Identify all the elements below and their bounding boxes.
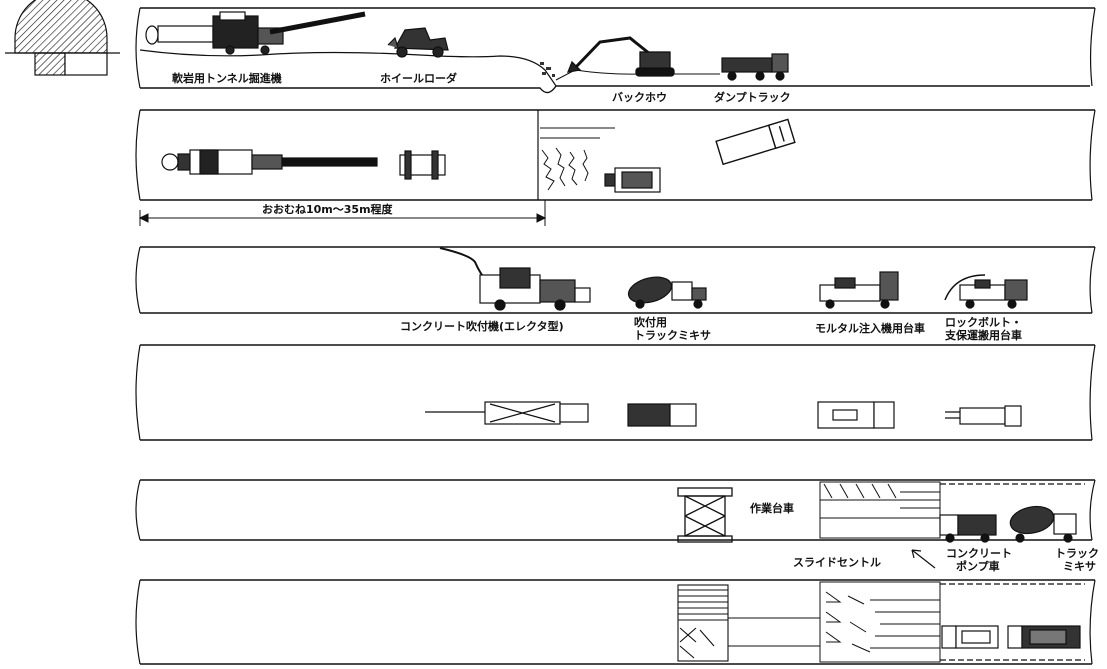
shotcrete-truck-mixer-icon (627, 276, 707, 309)
tunnel-boring-machine-icon (145, 11, 366, 55)
mortar-cart-plan-icon (817, 401, 895, 429)
rockbolt-cart-label-line1: ロックボルト・ (945, 315, 1022, 329)
excavated-ground-texture (541, 147, 589, 191)
dump-truck-plan-icon (715, 118, 796, 166)
tunnel-section-1: 軟岩用トンネル掘進機 ホイールローダ バックホウ ダンプトラック (135, 7, 1096, 104)
pump-truck-label-line2: ポンプ車 (956, 559, 1000, 573)
tunnel-boring-machine-label: 軟岩用トンネル掘進機 (172, 71, 282, 85)
truck-mixer-plan-icon (627, 403, 697, 427)
work-platform-plan-icon (677, 584, 729, 662)
mortar-injection-cart-icon (819, 271, 899, 309)
tunnel-section-6 (135, 579, 1096, 665)
backhoe-plan-icon (604, 167, 661, 193)
rockbolt-cart-plan-icon (945, 405, 1022, 427)
backhoe-label: バックホウ (612, 91, 667, 104)
excavated-debris (540, 62, 555, 77)
shotcrete-machine-icon (439, 247, 591, 311)
shotcrete-mixer-label-line2: トラックミキサ (634, 329, 711, 342)
truck-mixer-label-line1: トラック (1055, 547, 1099, 560)
rockbolt-support-cart-icon (944, 274, 1028, 309)
tunnel-section-2: おおむね10m～35m程度 (135, 109, 1096, 226)
tunnel-section-5: 作業台車 スライドセントル コンクリート ポンプ車 トラック ミキサ (135, 479, 1099, 573)
dump-truck-label: ダンプトラック (714, 90, 791, 104)
slide-central-form (819, 481, 941, 539)
pump-truck-icon (939, 483, 1085, 543)
pump-truck-plan-icon (940, 583, 1085, 661)
wheel-loader-icon (387, 27, 449, 58)
slide-central-plan (819, 581, 941, 663)
truck-mixer-plan-icon-2 (1007, 625, 1081, 649)
backhoe-icon (566, 36, 675, 77)
drill-jumbo-plan-icon (161, 149, 378, 175)
shotcrete-machine-label: コンクリート吹付機(エレクタ型) (400, 319, 564, 333)
tunnel-cross-section (5, 0, 120, 76)
tunnel-section-4 (135, 344, 1096, 441)
mortar-cart-label: モルタル注入機用台車 (815, 321, 925, 335)
work-platform-label: 作業台車 (750, 501, 794, 515)
pump-truck-label-line1: コンクリート (946, 547, 1012, 560)
slide-central-label: スライドセントル (793, 556, 881, 569)
tunnel-section-3: コンクリート吹付機(エレクタ型) 吹付用 トラックミキサ モルタル注入機用台車 … (135, 246, 1096, 342)
wheel-loader-plan-icon (399, 150, 446, 180)
truck-mixer-label-line2: ミキサ (1063, 560, 1096, 573)
span-length-label: おおむね10m～35m程度 (262, 202, 394, 216)
slide-central-arrow (911, 549, 936, 569)
dump-truck-icon (721, 53, 789, 81)
work-platform-icon (677, 487, 733, 543)
span-length-dimension (138, 200, 547, 226)
truck-mixer-icon (1009, 505, 1077, 543)
wheel-loader-label: ホイールローダ (380, 71, 457, 85)
shotcrete-machine-plan-icon (425, 401, 589, 425)
rockbolt-cart-label-line2: 支保運搬用台車 (944, 328, 1022, 342)
shotcrete-mixer-label-line1: 吹付用 (634, 315, 667, 329)
